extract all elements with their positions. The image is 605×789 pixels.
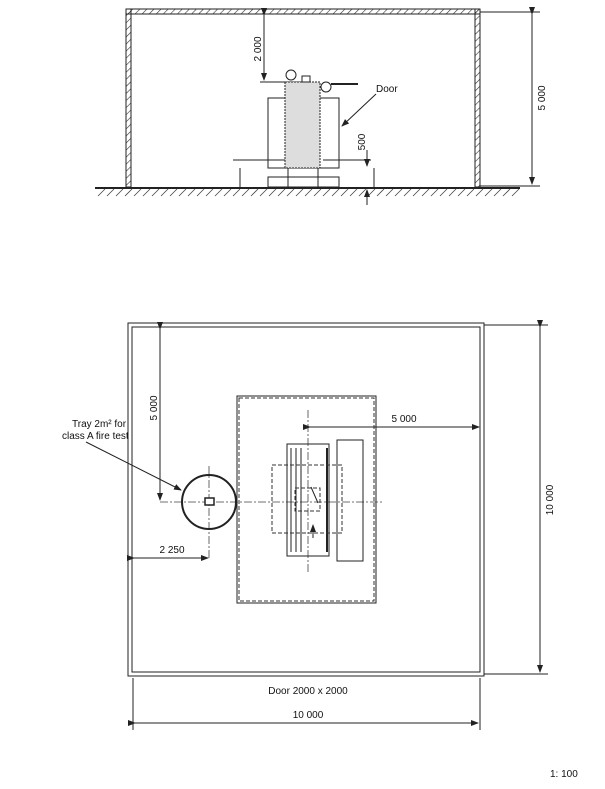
roof-wall [125, 8, 481, 15]
ground-hatch-mark [331, 188, 340, 197]
ground-hatch-mark [241, 188, 250, 197]
ground-hatch-mark [385, 188, 394, 197]
ground-hatch-mark [97, 188, 106, 197]
ground-hatch-mark [358, 188, 367, 197]
equipment-base [267, 176, 340, 188]
tray-center-marker [204, 497, 215, 506]
right-wall [474, 8, 481, 188]
ground-hatch-mark [439, 188, 448, 197]
ground-hatch-mark [466, 188, 475, 197]
ground-hatch-mark [232, 188, 241, 197]
ground-hatch-mark [106, 188, 115, 197]
ground-hatch-mark [295, 188, 304, 197]
ground-hatch-mark [376, 188, 385, 197]
ground-hatch-mark [421, 188, 430, 197]
room-inner-wall [131, 326, 481, 673]
ground-hatch-mark [457, 188, 466, 197]
ground-hatch-mark [187, 188, 196, 197]
ground-hatch-mark [448, 188, 457, 197]
ground-hatch-mark [430, 188, 439, 197]
ground-hatch-mark [142, 188, 151, 197]
tray-offset-y-dimension-label: 5 000 [149, 395, 160, 420]
radiator-plan [336, 439, 364, 562]
equipment-to-wall-dimension-label: 5 000 [391, 414, 416, 425]
ground-hatch-mark [160, 188, 169, 197]
ground-hatch-mark [151, 188, 160, 197]
ground-hatch-mark [403, 188, 412, 197]
ground-hatch-mark [493, 188, 502, 197]
plan-view: Tray 2m² for class A fire test 5 000 2 2… [62, 320, 556, 730]
equipment-zone [236, 395, 377, 604]
ground-hatch-mark [223, 188, 232, 197]
bushing-icon [285, 69, 297, 81]
ground-hatch-mark [484, 188, 493, 197]
transformer-tank [284, 81, 321, 169]
fire-tray [181, 474, 237, 530]
left-wall [125, 8, 132, 188]
ground-hatch-mark [511, 188, 520, 197]
door-size-label: Door 2000 x 2000 [268, 686, 348, 697]
ground-hatch-mark [313, 188, 322, 197]
scale-label: 1: 100 [550, 769, 578, 780]
tray-offset-x-dimension-label: 2 250 [159, 545, 184, 556]
ground-hatch-mark [196, 188, 205, 197]
ground-hatch-mark [340, 188, 349, 197]
ground-hatch-mark [304, 188, 313, 197]
tray-label-line2: class A fire test [62, 431, 129, 442]
ground-hatching [97, 188, 520, 197]
ground-hatch-mark [205, 188, 214, 197]
ground-hatch-mark [115, 188, 124, 197]
ground-hatch-mark [367, 188, 376, 197]
top-clearance-dimension-label: 2 000 [253, 36, 264, 61]
ground-hatch-mark [394, 188, 403, 197]
room-outer-wall [127, 322, 485, 677]
room-width-dimension-label: 10 000 [293, 710, 324, 721]
ground-hatch-mark [349, 188, 358, 197]
ground-hatch-mark [133, 188, 142, 197]
transformer-plan [286, 443, 330, 557]
ground-hatch-mark [214, 188, 223, 197]
bushing-icon [320, 81, 332, 93]
ground-hatch-mark [268, 188, 277, 197]
ground-hatch-mark [250, 188, 259, 197]
ground-hatch-mark [277, 188, 286, 197]
room-depth-dimension-label: 10 000 [545, 484, 556, 515]
ground-hatch-mark [178, 188, 187, 197]
elevation-view: 5 000 2 000 Door 500 [95, 7, 548, 205]
ground-hatch-mark [169, 188, 178, 197]
door-height-dimension-label: 500 [357, 133, 368, 150]
ground-hatch-mark [322, 188, 331, 197]
door-label: Door [376, 84, 398, 95]
ground-hatch-mark [286, 188, 295, 197]
tray-label-line1: Tray 2m² for [72, 419, 127, 430]
ground-hatch-mark [502, 188, 511, 197]
ground-hatch-mark [259, 188, 268, 197]
ground-hatch-mark [412, 188, 421, 197]
ground-hatch-mark [124, 188, 133, 197]
ground-hatch-mark [475, 188, 484, 197]
height-dimension-label: 5 000 [537, 85, 548, 110]
